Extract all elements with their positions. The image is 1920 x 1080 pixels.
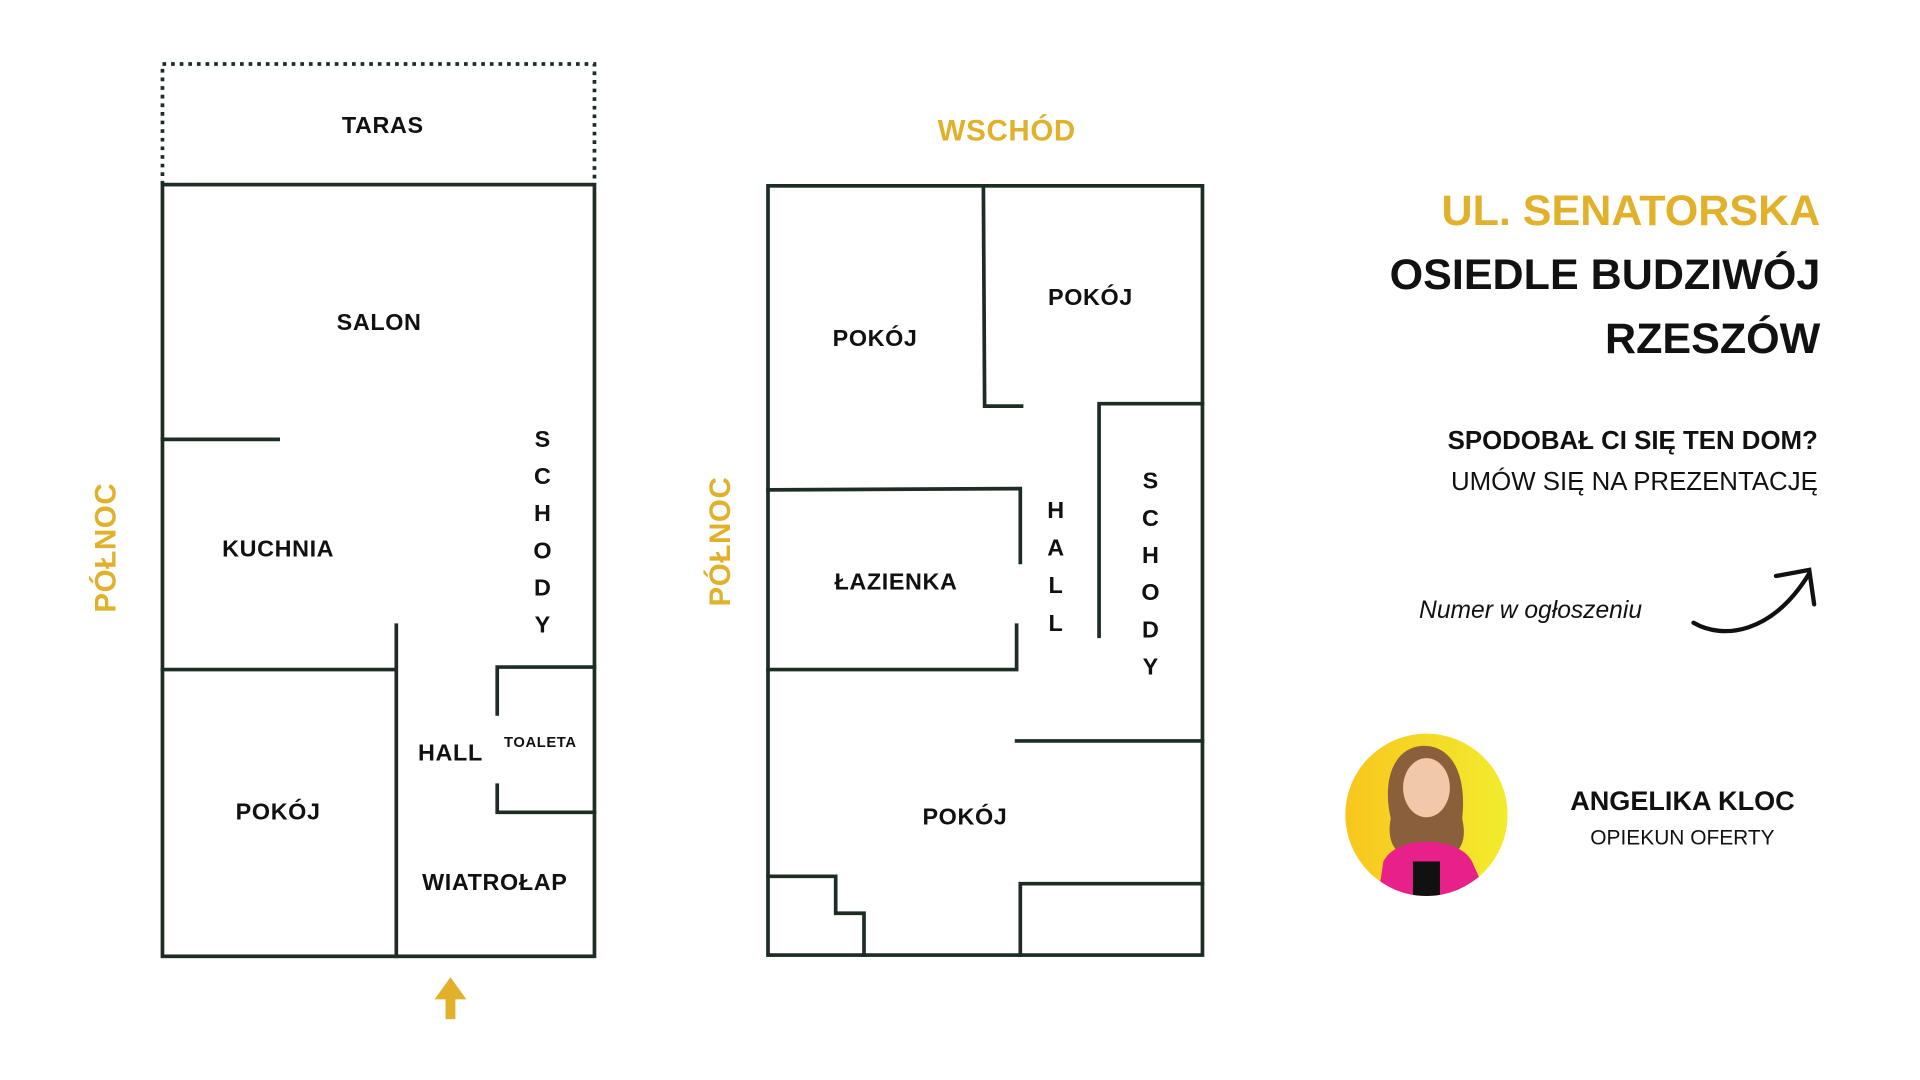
kitchen-label: KUCHNIA [222,535,334,561]
curved-arrow-icon [1691,567,1817,634]
hall-label: HALL [418,740,483,766]
room-label: POKÓJ [236,798,321,825]
terrace-label: TARAS [342,112,424,138]
city-title: RZESZÓW [1605,314,1821,363]
north-label: PÓŁNOC [89,483,123,613]
agent-card: ANGELIKA KLOC OPIEKUN OFERTY [1345,733,1795,896]
question-text: SPODOBAŁ CI SIĘ TEN DOM? [1448,427,1818,455]
east-label: WSCHÓD [938,113,1076,147]
listing-info: UL. SENATORSKA OSIEDLE BUDZIWÓJ RZESZÓW … [1390,187,1821,634]
bathroom-label: ŁAZIENKA [834,569,957,595]
room-right-label: POKÓJ [1048,283,1133,310]
north-label: PÓŁNOC [703,477,737,607]
room-bottom-label: POKÓJ [922,803,1007,830]
phone-note: Numer w ogłoszeniu [1419,597,1642,624]
agent-name: ANGELIKA KLOC [1570,785,1795,816]
first-floor-walls [766,183,1205,957]
cta-text: UMÓW SIĘ NA PREZENTACJĘ [1451,467,1818,496]
street-title: UL. SENATORSKA [1441,187,1820,235]
terrace-outline [160,62,597,185]
agent-role: OPIEKUN OFERTY [1590,826,1774,849]
agent-avatar [1345,733,1508,896]
room-left-label: POKÓJ [833,324,918,351]
ground-floor-plan: TARAS SALON KUCHNIA POKÓJ HALL TOALETA W… [89,62,597,1020]
ground-floor-walls [160,437,597,959]
toilet-label: TOALETA [504,735,577,751]
arrow-up-icon [434,977,467,1020]
living-room-label: SALON [337,309,422,335]
vestibule-label: WIATROŁAP [422,869,567,895]
estate-title: OSIEDLE BUDZIWÓJ [1390,250,1821,299]
ground-floor-outer-wall [160,182,597,959]
